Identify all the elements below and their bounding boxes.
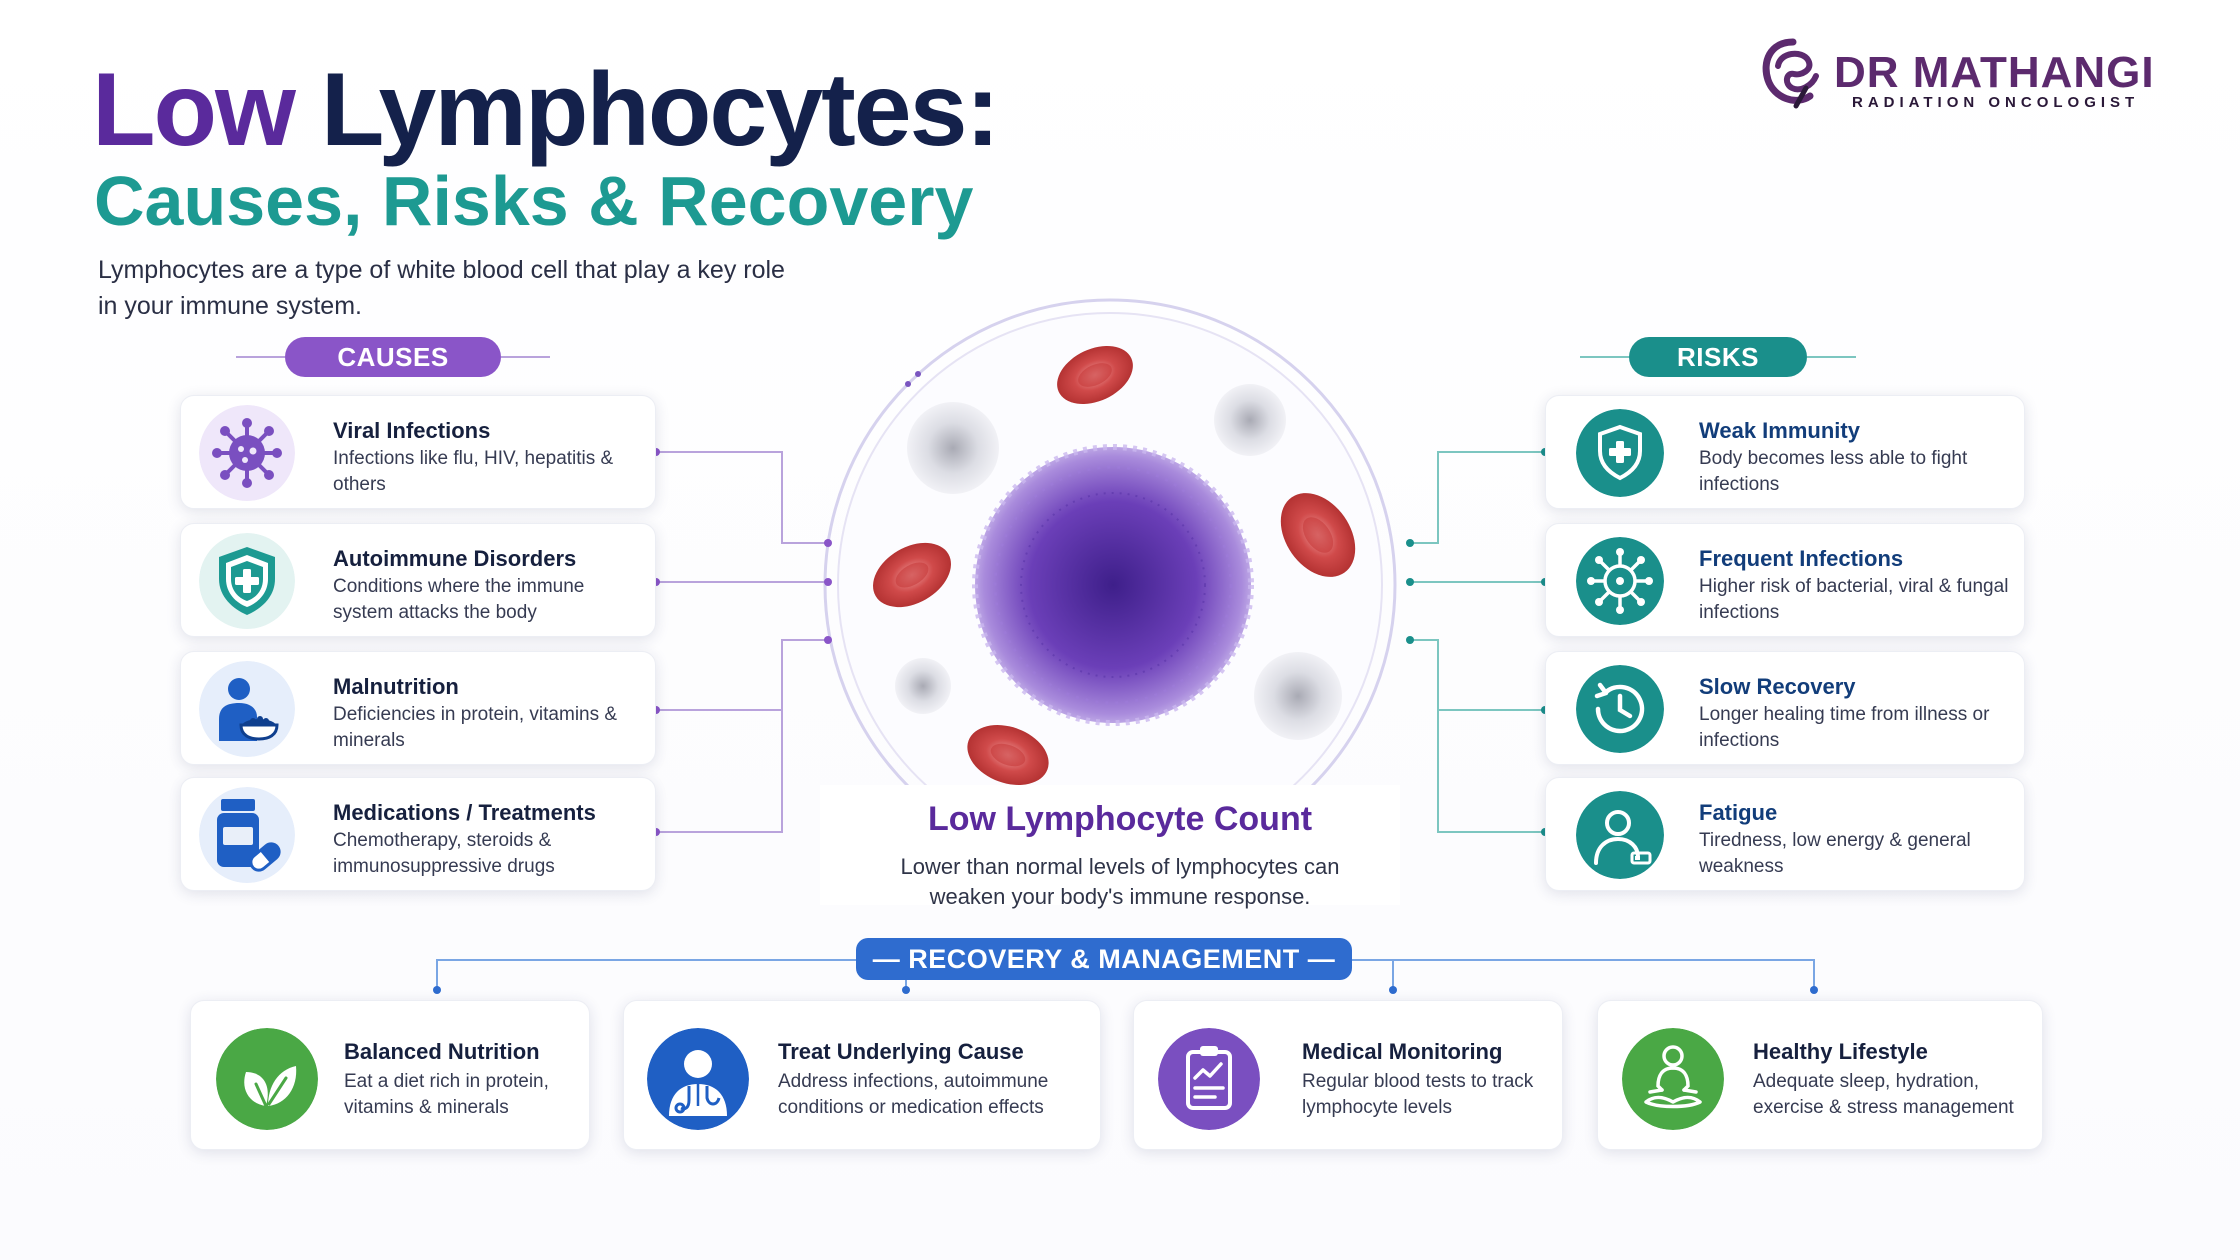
meditation-icon bbox=[1622, 1028, 1724, 1130]
recovery-desc: Regular blood tests to track lymphocyte … bbox=[1302, 1071, 1534, 1118]
recovery-title: Medical Monitoring bbox=[1302, 1039, 1503, 1064]
center-description: Lower than normal levels of lymphocytes … bbox=[900, 854, 1340, 909]
risk-title: Frequent Infections bbox=[1699, 546, 1904, 571]
cause-desc: Conditions where the immune system attac… bbox=[333, 576, 585, 623]
doctor-icon bbox=[647, 1028, 749, 1130]
title-low: Low bbox=[92, 52, 296, 168]
shield-plus-icon bbox=[1576, 409, 1664, 497]
red-blood-cell bbox=[1280, 493, 1356, 577]
risk-desc: Higher risk of bacterial, viral & fungal… bbox=[1699, 576, 2009, 623]
recovery-desc: Eat a diet rich in protein, vitamins & m… bbox=[344, 1071, 549, 1118]
red-blood-cell bbox=[1057, 345, 1133, 405]
red-blood-cell bbox=[967, 725, 1049, 785]
risk-card-frequent-infections: Frequent Infections Higher risk of bacte… bbox=[1545, 523, 2025, 637]
person-food-icon bbox=[199, 661, 295, 757]
logo-tagline: RADIATION ONCOLOGIST bbox=[1852, 94, 2140, 111]
risk-desc: Longer healing time from illness or infe… bbox=[1699, 704, 1990, 751]
recovery-card-nutrition: Balanced Nutrition Eat a diet rich in pr… bbox=[190, 1000, 590, 1150]
lymphocyte-cell bbox=[975, 447, 1251, 723]
risks-section-label: RISKS bbox=[1629, 337, 1807, 377]
logo-mark-icon bbox=[1762, 38, 1819, 109]
cause-title: Viral Infections bbox=[333, 418, 491, 443]
tired-person-icon bbox=[1576, 791, 1664, 879]
page-title: Low Lymphocytes: bbox=[92, 58, 1000, 162]
risk-title: Slow Recovery bbox=[1699, 674, 1856, 699]
white-blood-cell bbox=[1214, 384, 1286, 456]
center-title: Low Lymphocyte Count bbox=[927, 800, 1313, 838]
cause-card-autoimmune: Autoimmune Disorders Conditions where th… bbox=[180, 523, 656, 637]
cause-card-medications: Medications / Treatments Chemotherapy, s… bbox=[180, 777, 656, 891]
risk-title: Fatigue bbox=[1699, 800, 1778, 825]
recovery-card-lifestyle: Healthy Lifestyle Adequate sleep, hydrat… bbox=[1597, 1000, 2043, 1150]
red-blood-cell bbox=[873, 542, 951, 608]
cause-title: Malnutrition bbox=[333, 674, 459, 699]
page-subtitle: Causes, Risks & Recovery bbox=[94, 162, 974, 240]
cause-card-viral: Viral Infections Infections like flu, HI… bbox=[180, 395, 656, 509]
clipboard-chart-icon bbox=[1158, 1028, 1260, 1130]
recovery-title: Healthy Lifestyle bbox=[1753, 1039, 1928, 1064]
cause-desc: Deficiencies in protein, vitamins & mine… bbox=[333, 704, 618, 751]
recovery-section-label: — RECOVERY & MANAGEMENT — bbox=[856, 938, 1352, 980]
virus-icon bbox=[199, 405, 295, 501]
intro-text: Lymphocytes are a type of white blood ce… bbox=[98, 256, 785, 320]
risk-card-weak-immunity: Weak Immunity Body becomes less able to … bbox=[1545, 395, 2025, 509]
clock-history-icon bbox=[1576, 665, 1664, 753]
white-blood-cell bbox=[895, 658, 951, 714]
risk-card-slow-recovery: Slow Recovery Longer healing time from i… bbox=[1545, 651, 2025, 765]
recovery-desc: Address infections, autoimmune condition… bbox=[778, 1071, 1049, 1118]
risk-card-fatigue: Fatigue Tiredness, low energy & general … bbox=[1545, 777, 2025, 891]
white-blood-cell bbox=[1254, 652, 1342, 740]
recovery-desc: Adequate sleep, hydration, exercise & st… bbox=[1753, 1071, 2014, 1118]
title-rest: Lymphocytes: bbox=[320, 52, 1000, 168]
cause-desc: Chemotherapy, steroids & immunosuppressi… bbox=[333, 830, 555, 877]
recovery-title: Balanced Nutrition bbox=[344, 1039, 540, 1064]
leaf-icon bbox=[216, 1028, 318, 1130]
recovery-card-treat-cause: Treat Underlying Cause Address infection… bbox=[623, 1000, 1101, 1150]
logo-name: DR MATHANGI bbox=[1834, 48, 2155, 97]
brand-logo: DR MATHANGI RADIATION ONCOLOGIST bbox=[1756, 34, 2176, 114]
medicine-bottle-icon bbox=[199, 787, 295, 883]
risk-desc: Tiredness, low energy & general weakness bbox=[1699, 830, 1971, 877]
causes-section-label: CAUSES bbox=[285, 337, 501, 377]
risk-desc: Body becomes less able to fight infectio… bbox=[1699, 448, 1968, 495]
shield-cross-icon bbox=[199, 533, 295, 629]
cause-desc: Infections like flu, HIV, hepatitis & ot… bbox=[333, 448, 614, 495]
germ-icon bbox=[1576, 537, 1664, 625]
cause-title: Medications / Treatments bbox=[333, 800, 596, 825]
risk-title: Weak Immunity bbox=[1699, 418, 1860, 443]
white-blood-cell bbox=[907, 402, 999, 494]
recovery-title: Treat Underlying Cause bbox=[778, 1039, 1024, 1064]
cause-title: Autoimmune Disorders bbox=[333, 546, 577, 571]
recovery-card-monitoring: Medical Monitoring Regular blood tests t… bbox=[1133, 1000, 1563, 1150]
cause-card-malnutrition: Malnutrition Deficiencies in protein, vi… bbox=[180, 651, 656, 765]
